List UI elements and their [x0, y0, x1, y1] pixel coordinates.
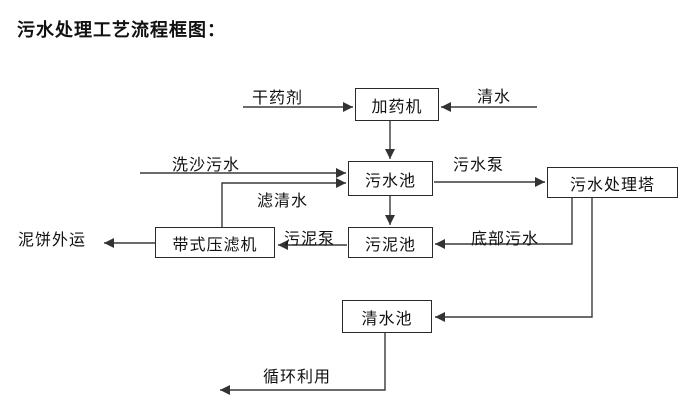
page-title: 污水处理工艺流程框图：: [17, 20, 226, 40]
flow-label-bottom-sewage: 底部污水: [471, 231, 540, 248]
arrow-bottom-sewage-to-sludge-pool: [435, 198, 573, 249]
node-sludge-pool: 污泥池: [348, 227, 433, 258]
arrow-clear-pool-recycle: [220, 333, 386, 395]
node-belt-filter-press: 带式压滤机: [155, 227, 275, 258]
flow-label-filtered-water: 滤清水: [257, 193, 309, 210]
flow-label-sludge-pump: 污泥泵: [284, 231, 336, 248]
arrow-tower-to-clear-pool: [435, 198, 593, 322]
node-sewage-treatment-tower: 污水处理塔: [547, 167, 678, 198]
flow-label-sand-washing-sewage: 洗沙污水: [172, 157, 241, 174]
node-sewage-pool: 污水池: [348, 161, 433, 196]
flow-label-dry-agent: 干药剂: [252, 90, 304, 107]
node-dosing-machine: 加药机: [355, 88, 439, 121]
arrow-filtered-water-to-sewage-pool: [221, 178, 346, 227]
flow-label-sewage-pump: 污水泵: [453, 157, 505, 174]
node-clear-water-pool: 清水池: [342, 300, 432, 333]
flow-label-recycle-use: 循环利用: [263, 369, 332, 386]
flow-label-clear-water: 清水: [477, 89, 512, 106]
flow-label-mud-cake-out: 泥饼外运: [18, 232, 87, 249]
